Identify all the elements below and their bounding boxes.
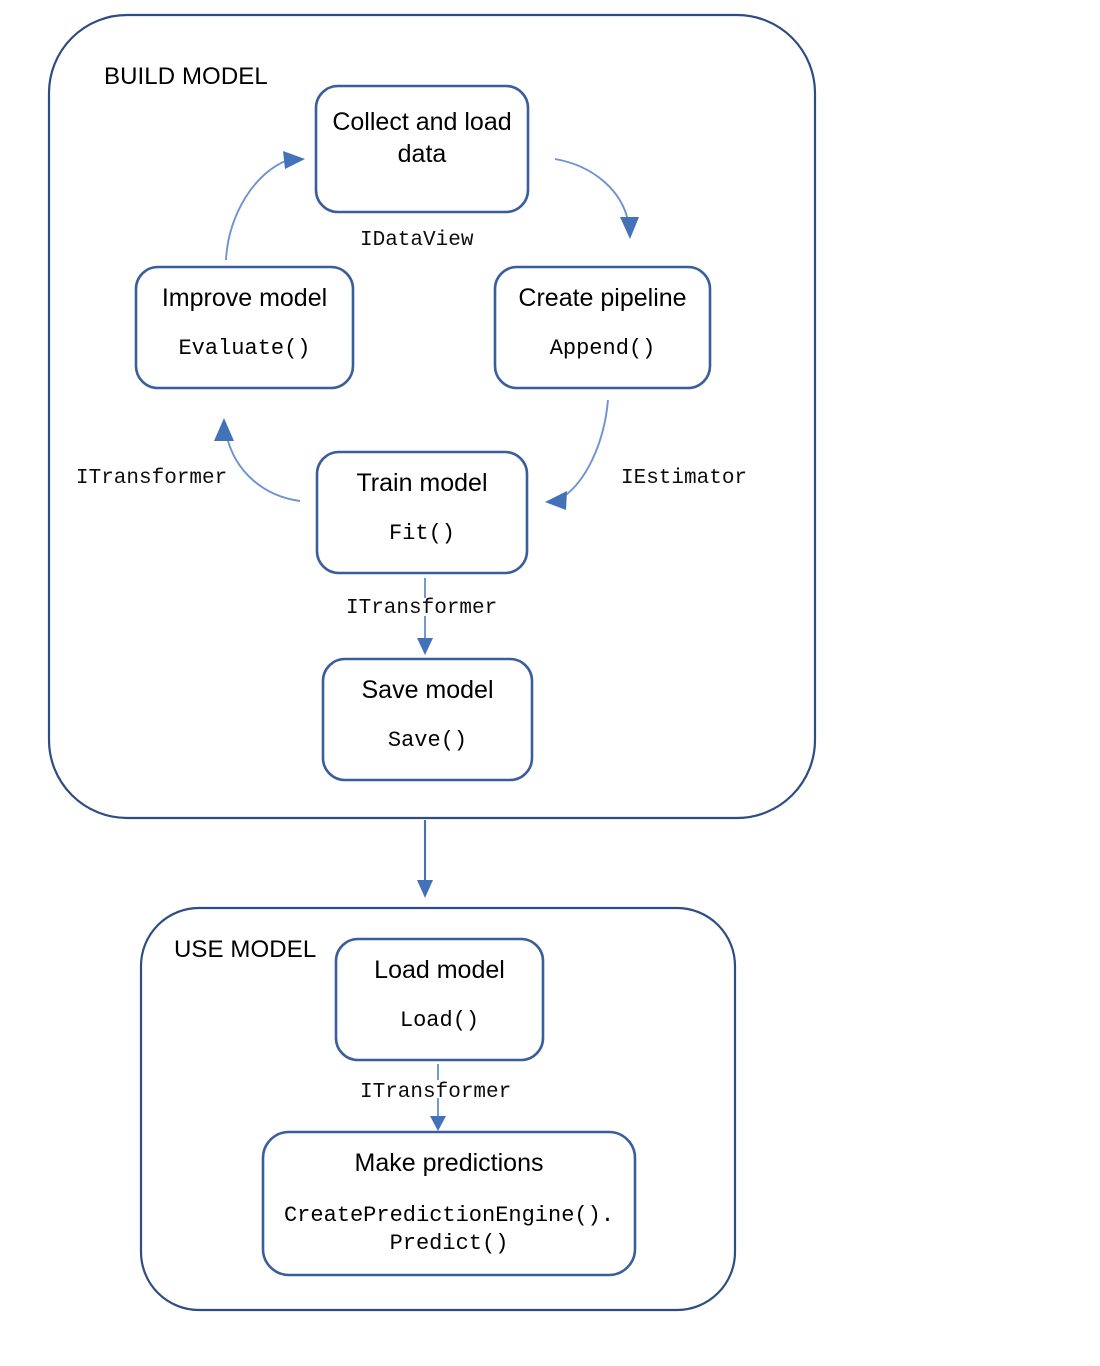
edge-build-to-use-arrowhead <box>417 880 433 898</box>
node-improve-model-shape[interactable] <box>134 265 355 390</box>
node-create-pipeline-title: Create pipeline <box>518 284 687 312</box>
node-create-pipeline[interactable]: Create pipeline Append() <box>495 267 710 388</box>
edge-label-iestimator: IEstimator <box>621 467 748 490</box>
build-model-container <box>47 13 817 820</box>
node-create-pipeline-shape[interactable] <box>493 265 712 390</box>
edge-label-idataview: IDataView <box>360 229 474 252</box>
node-make-predictions-title: Make predictions <box>354 1149 544 1177</box>
edge-improve-to-collect-arrowhead <box>283 151 305 169</box>
node-make-predictions-shape[interactable] <box>261 1130 637 1277</box>
node-save-model-title: Save model <box>361 676 494 704</box>
edge-train-to-improve-arrowhead <box>214 418 234 441</box>
node-collect-and-load-data-shape[interactable] <box>314 84 530 214</box>
node-load-model-shape[interactable] <box>334 937 545 1062</box>
node-improve-model-code: Evaluate() <box>178 336 311 361</box>
group-title-use-model: USE MODEL <box>174 936 317 963</box>
node-improve-model[interactable]: Improve model Evaluate() <box>136 267 353 388</box>
node-load-model-title: Load model <box>374 956 505 984</box>
node-make-predictions[interactable]: Make predictions CreatePredictionEngine(… <box>263 1132 635 1275</box>
node-save-model-code: Save() <box>387 728 468 753</box>
node-train-model[interactable]: Train model Fit() <box>317 452 527 573</box>
node-train-model-code: Fit() <box>388 521 455 546</box>
node-train-model-title: Train model <box>356 469 488 497</box>
node-save-model[interactable]: Save model Save() <box>323 659 532 780</box>
edge-label-itransformer-save: ITransformer <box>346 597 498 620</box>
node-load-model-code: Load() <box>399 1008 480 1033</box>
group-title-build-model: BUILD MODEL <box>104 63 268 90</box>
edge-load-to-predict-arrowhead <box>430 1116 446 1131</box>
node-improve-model-title: Improve model <box>161 284 328 312</box>
edge-collect-to-pipeline-arrowhead <box>620 217 639 239</box>
edge-improve-to-collect <box>225 159 289 261</box>
edge-pipeline-to-train-arrowhead <box>545 491 567 510</box>
edge-label-itransformer-improve: ITransformer <box>76 467 228 490</box>
edge-train-to-save-arrowhead <box>417 638 433 655</box>
node-create-pipeline-code: Append() <box>549 336 656 361</box>
use-model-container <box>139 906 737 1312</box>
node-collect-and-load-data-title: Collect and load data <box>332 108 512 168</box>
edge-train-to-improve <box>226 436 301 502</box>
node-collect-and-load-data[interactable]: Collect and load data <box>316 86 528 212</box>
edge-collect-to-pipeline <box>554 158 629 222</box>
node-train-model-shape[interactable] <box>315 450 529 575</box>
node-load-model[interactable]: Load model Load() <box>336 939 543 1060</box>
node-make-predictions-code: CreatePredictionEngine(). Predict() <box>283 1203 615 1257</box>
node-save-model-shape[interactable] <box>321 657 534 782</box>
edge-label-itransformer-use: ITransformer <box>360 1081 512 1104</box>
edge-pipeline-to-train <box>562 399 609 498</box>
